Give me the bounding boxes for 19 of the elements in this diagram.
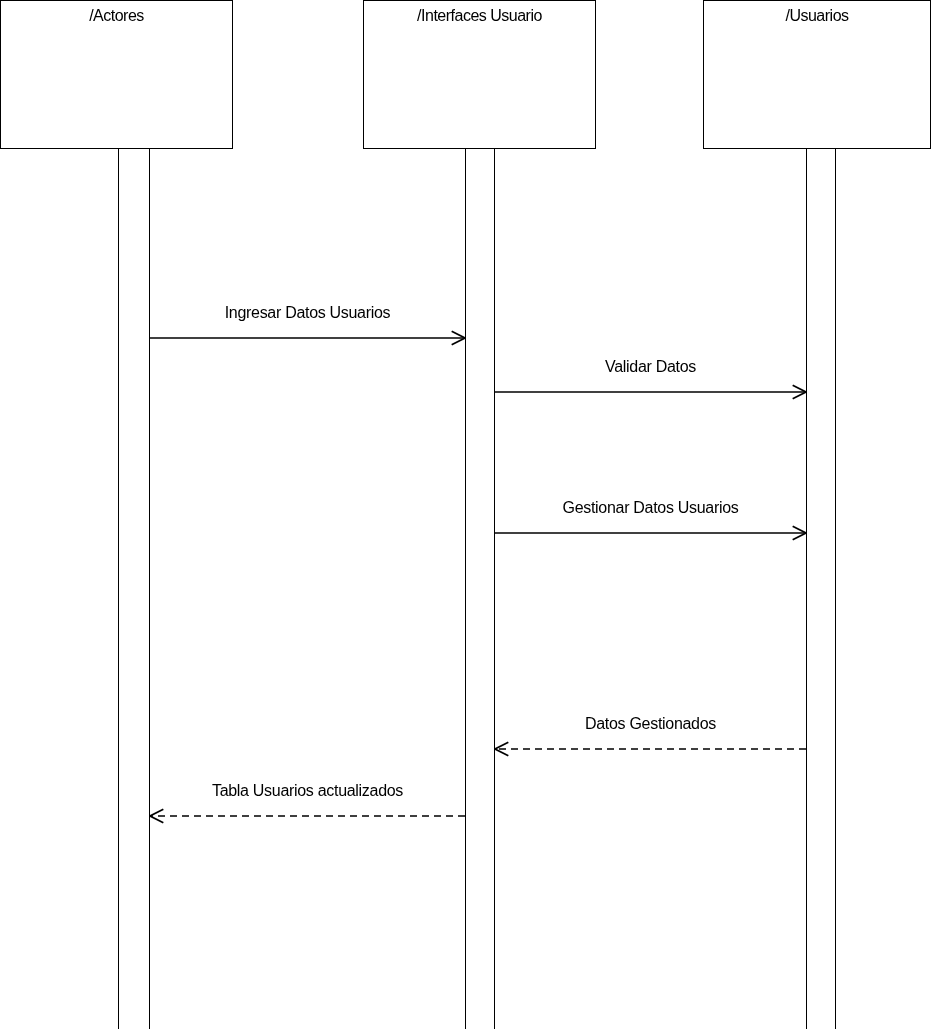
lifeline-box: [703, 0, 931, 149]
edge-label: Datos Gestionados: [585, 715, 716, 733]
lifeline-box: [363, 0, 596, 149]
participant-name: /Actores: [89, 7, 144, 25]
edge-label: Tabla Usuarios actualizados: [211, 782, 404, 800]
edge-label: Gestionar Datos Usuarios: [562, 499, 739, 517]
message-arrow: [149, 808, 466, 824]
message-arrow: [494, 741, 807, 757]
participant-name: /Interfaces Usuario: [417, 7, 542, 25]
edge-label: Ingresar Datos Usuarios: [224, 304, 391, 322]
message-arrow: [149, 330, 466, 346]
message-arrow: [494, 525, 807, 541]
activation-bar: [806, 148, 836, 1029]
activation-bar: [118, 148, 150, 1029]
activation-bar: [465, 148, 495, 1029]
message-arrow: [494, 384, 807, 400]
participant-name: /Usuarios: [785, 7, 849, 25]
edge-label: Validar Datos: [605, 358, 696, 376]
lifeline-box: [0, 0, 233, 149]
